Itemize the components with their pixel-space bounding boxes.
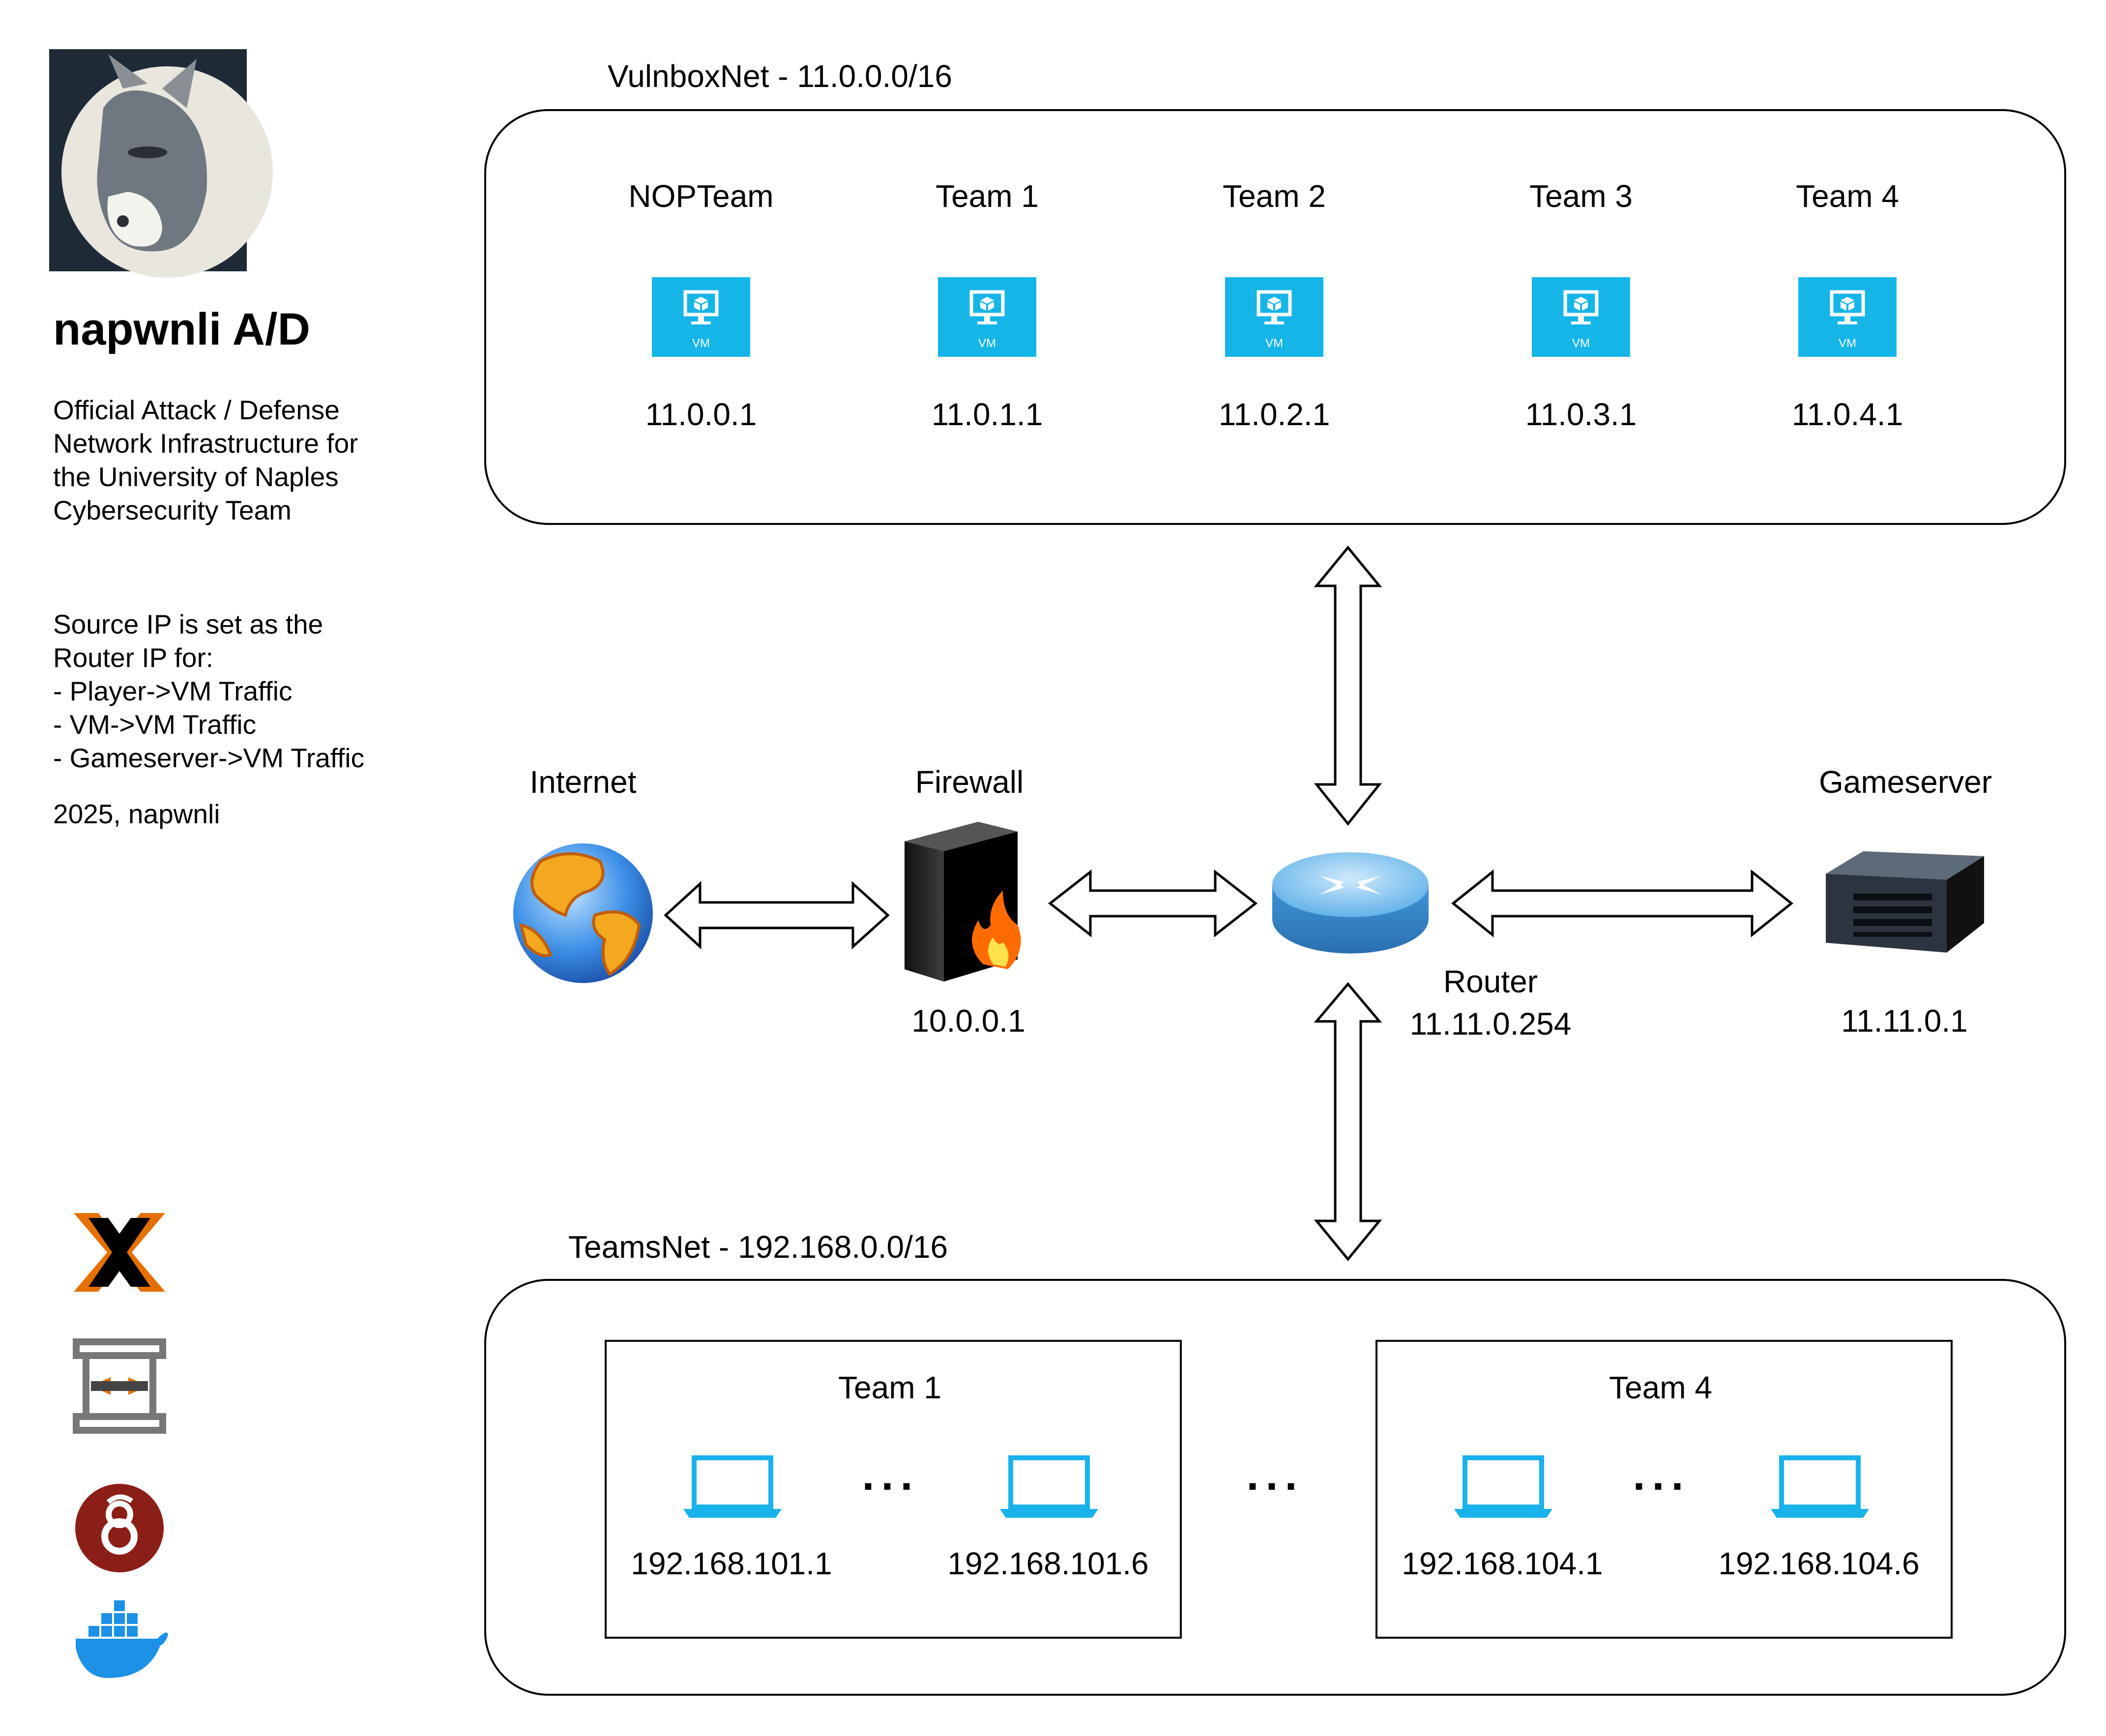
laptop-ip-first: 192.168.101.1 (631, 1546, 832, 1581)
laptop-ellipsis: ... (862, 1450, 920, 1500)
vm-badge: VM (978, 337, 996, 350)
laptop-icon (1454, 1455, 1552, 1518)
credit-text: 2025, napwnli (53, 799, 220, 829)
team-group-title: Team 4 (1609, 1370, 1712, 1405)
docker-icon (76, 1600, 168, 1678)
laptop-icon (1771, 1455, 1869, 1518)
vm-team-name: Team 4 (1796, 178, 1899, 214)
vm-ip: 11.0.3.1 (1525, 397, 1637, 432)
vulnboxnet-title: VulnboxNet - 11.0.0.0/16 (608, 58, 952, 94)
firewall-ip: 10.0.0.1 (911, 1003, 1025, 1039)
globe-icon (513, 843, 653, 983)
vm-team-name: Team 1 (936, 178, 1039, 214)
vm-ip: 11.0.0.1 (645, 397, 757, 432)
teamsnet-title: TeamsNet - 192.168.0.0/16 (568, 1229, 948, 1265)
gameserver-ip: 11.11.0.1 (1841, 1003, 1968, 1039)
brand-title: napwnli A/D (53, 304, 311, 354)
vm-ip: 11.0.2.1 (1218, 397, 1330, 432)
brand-description: Official Attack / Defense Network Infras… (53, 395, 358, 525)
team-group-ellipsis: ... (1246, 1450, 1304, 1500)
router-icon (1272, 852, 1429, 954)
proxmox-icon (74, 1213, 165, 1292)
routing-note: Source IP is set as the Router IP for: -… (53, 609, 365, 773)
vm-icon: VM (1798, 277, 1897, 357)
team-group-title: Team 1 (838, 1370, 941, 1405)
router-ip: 11.11.0.254 (1409, 1006, 1572, 1042)
vm-icon: VM (652, 277, 750, 357)
vm-badge: VM (1265, 337, 1283, 350)
gameserver-label: Gameserver (1818, 764, 1992, 800)
laptop-icon (1000, 1455, 1098, 1518)
vm-ip: 11.0.4.1 (1791, 397, 1903, 432)
stack-icon (73, 1338, 166, 1434)
server-icon (1826, 851, 1984, 953)
laptop-ip-last: 192.168.101.6 (947, 1546, 1149, 1581)
vm-icon: VM (1532, 277, 1630, 357)
laptop-icon (683, 1455, 782, 1518)
vm-badge: VM (1572, 337, 1590, 350)
vm-team-name: NOPTeam (628, 178, 774, 214)
laptop-ip-last: 192.168.104.6 (1718, 1546, 1920, 1581)
firewall-icon (905, 822, 1021, 982)
vm-icon: VM (1225, 277, 1323, 357)
vm-badge: VM (692, 337, 710, 350)
vm-team-name: Team 2 (1223, 178, 1326, 214)
napwnli-logo (49, 49, 273, 278)
router-label: Router (1443, 964, 1538, 999)
wireguard-icon (75, 1484, 164, 1572)
laptop-ellipsis: ... (1633, 1450, 1691, 1500)
internet-label: Internet (529, 764, 637, 800)
laptop-ip-first: 192.168.104.1 (1402, 1546, 1603, 1581)
vm-badge: VM (1839, 337, 1856, 350)
vm-ip: 11.0.1.1 (931, 397, 1043, 432)
vm-team-name: Team 3 (1529, 178, 1633, 214)
vm-icon: VM (938, 277, 1036, 357)
firewall-label: Firewall (915, 764, 1024, 800)
donkey-icon (61, 54, 273, 278)
